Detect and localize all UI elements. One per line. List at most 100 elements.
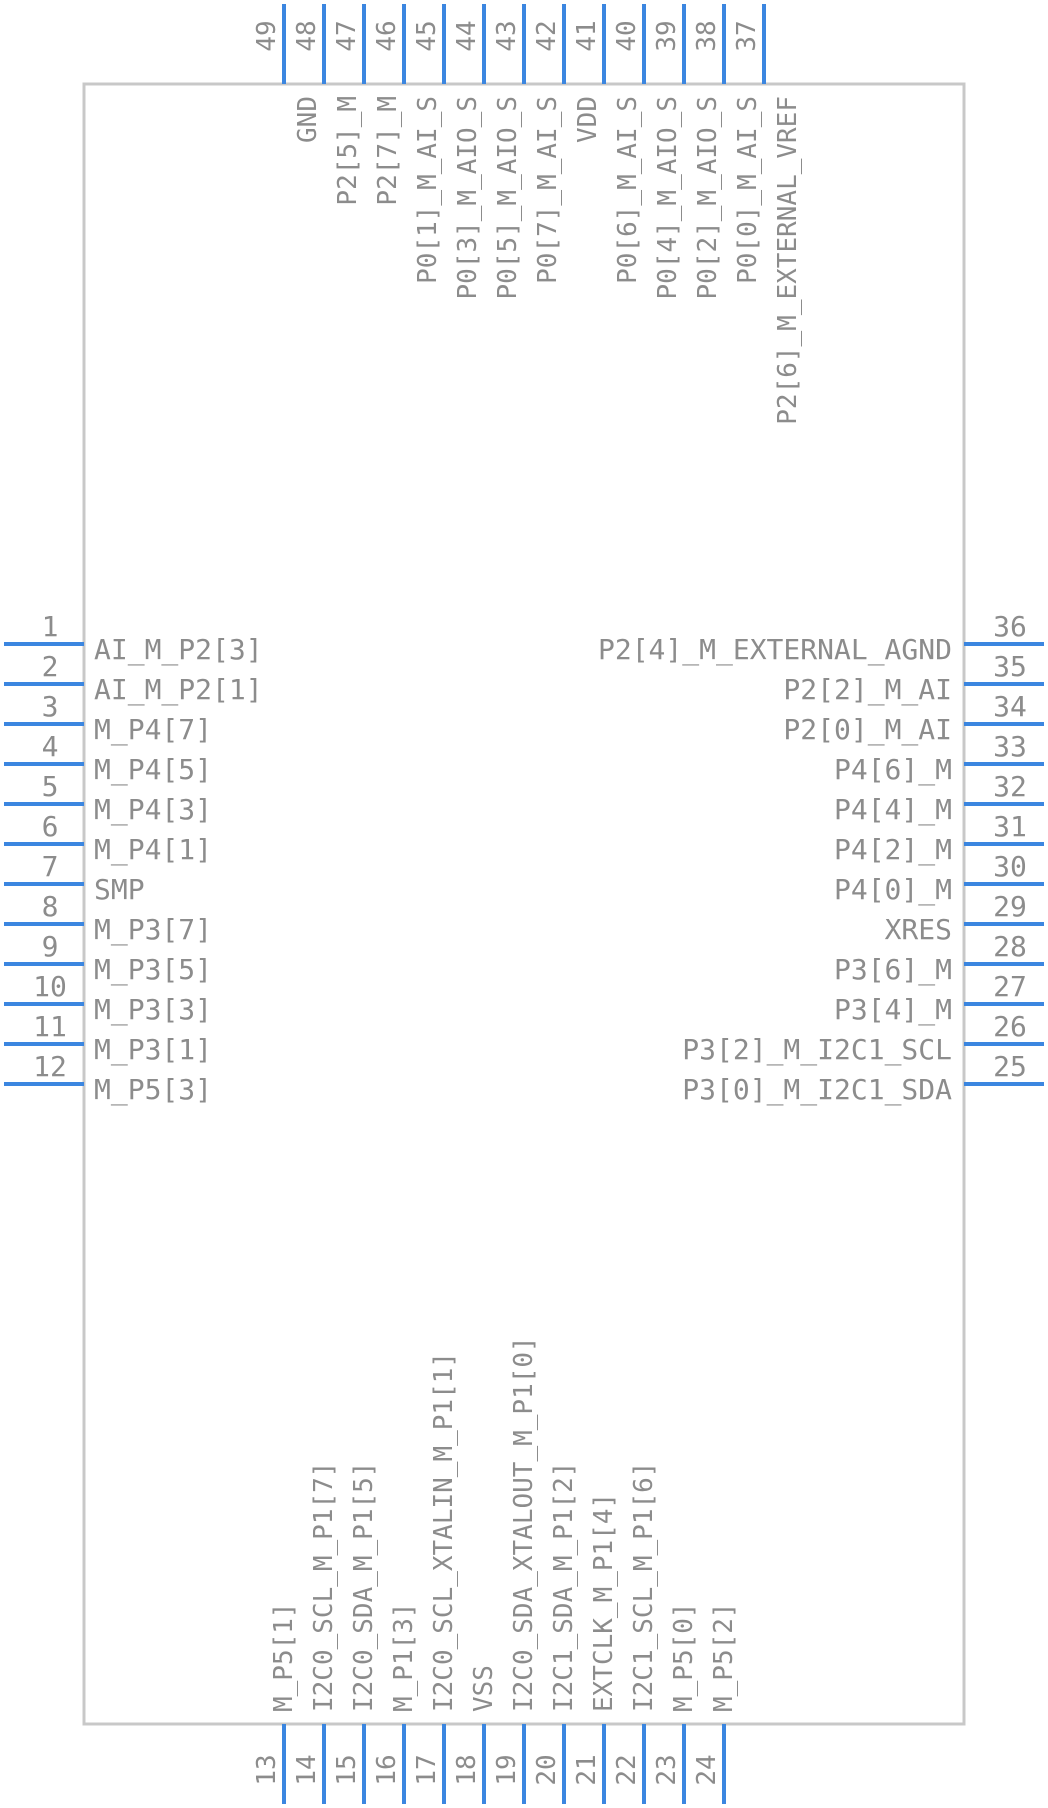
right-pin-36-name: P2[4]_M_EXTERNAL_AGND: [598, 633, 952, 667]
right-pin-33-name: P4[6]_M: [834, 753, 952, 787]
left-pin-2-name: AI_M_P2[1]: [94, 673, 263, 707]
top-pin-43-number: 43: [492, 20, 522, 51]
right-pin-35-name: P2[2]_M_AI: [783, 673, 952, 707]
bottom-pin-23-number: 23: [652, 1754, 682, 1785]
right-pin-31-number: 31: [993, 810, 1027, 843]
bottom-pin-15-number: 15: [332, 1754, 362, 1785]
left-pin-9-name: M_P3[5]: [94, 953, 212, 987]
left-pin-3-number: 3: [42, 690, 59, 723]
bottom-pin-14-name: I2C0_SCL_M_P1[7]: [309, 1462, 339, 1712]
bottom-pin-22-number: 22: [612, 1754, 642, 1785]
left-pin-4-number: 4: [42, 730, 59, 763]
right-pin-33-number: 33: [993, 730, 1027, 763]
bottom-pin-17-name: I2C0_SCL_XTALIN_M_P1[1]: [429, 1352, 459, 1712]
left-pin-8-number: 8: [42, 890, 59, 923]
left-pin-7-number: 7: [42, 850, 59, 883]
right-pin-27-name: P3[4]_M: [834, 993, 952, 1027]
bottom-pin-21-name: EXTCLK_M_P1[4]: [589, 1493, 619, 1712]
top-pin-43-name: P0[5]_M_AIO_S: [493, 96, 523, 300]
right-pin-28-number: 28: [993, 930, 1027, 963]
right-pin-27-number: 27: [993, 970, 1027, 1003]
left-pin-4-name: M_P4[5]: [94, 753, 212, 787]
left-pin-6-number: 6: [42, 810, 59, 843]
top-pin-vref-name: P2[6]_M_EXTERNAL_VREF: [773, 96, 803, 425]
left-pin-1-name: AI_M_P2[3]: [94, 633, 263, 667]
left-pin-group: 1AI_M_P2[3]2AI_M_P2[1]3M_P4[7]4M_P4[5]5M…: [4, 610, 263, 1107]
bottom-pin-22-name: I2C1_SCL_M_P1[6]: [629, 1462, 659, 1712]
right-pin-29-number: 29: [993, 890, 1027, 923]
top-pin-46-name: P2[7]_M: [373, 96, 403, 206]
top-pin-47-name: P2[5]_M: [333, 96, 363, 206]
right-pin-35-number: 35: [993, 650, 1027, 683]
bottom-pin-20-number: 20: [532, 1754, 562, 1785]
bottom-pin-19-number: 19: [492, 1754, 522, 1785]
bottom-pin-16-number: 16: [372, 1754, 402, 1785]
bottom-pin-14-number: 14: [292, 1754, 322, 1785]
right-pin-28-name: P3[6]_M: [834, 953, 952, 987]
right-pin-25-number: 25: [993, 1050, 1027, 1083]
bottom-pin-group: 13 M_P5[1] 14 I2C0_SCL_M_P1[7] 15 I2C0_SDA_M_…: [252, 1336, 739, 1804]
right-pin-26-name: P3[2]_M_I2C1_SCL: [682, 1033, 952, 1067]
top-pin-45-name: P0[1]_M_AI_S: [413, 96, 443, 284]
top-pin-44-number: 44: [452, 20, 482, 51]
right-pin-34-name: P2[0]_M_AI: [783, 713, 952, 747]
top-pin-37-number: 37: [732, 20, 762, 51]
bottom-pin-20-name: I2C1_SDA_M_P1[2]: [549, 1462, 579, 1712]
top-pin-44-name: P0[3]_M_AIO_S: [453, 96, 483, 300]
left-pin-6-name: M_P4[1]: [94, 833, 212, 867]
top-pin-38-name: P0[2]_M_AIO_S: [693, 96, 723, 300]
top-pin-42-number: 42: [532, 20, 562, 51]
bottom-pin-17-number: 17: [412, 1754, 442, 1785]
top-pin-40-name: P0[6]_M_AI_S: [613, 96, 643, 284]
left-pin-5-number: 5: [42, 770, 59, 803]
right-pin-32-name: P4[4]_M: [834, 793, 952, 827]
top-pin-41-number: 41: [572, 20, 602, 51]
left-pin-7-name: SMP: [94, 873, 145, 906]
right-pin-25-name: P3[0]_M_I2C1_SDA: [682, 1073, 952, 1107]
bottom-pin-23-name: M_P5[0]: [669, 1602, 699, 1712]
bottom-pin-16-name: M_P1[3]: [389, 1602, 419, 1712]
top-pin-48-name: GND: [293, 96, 323, 143]
top-pin-39-number: 39: [652, 20, 682, 51]
left-pin-12-name: M_P5[3]: [94, 1073, 212, 1107]
left-pin-3-name: M_P4[7]: [94, 713, 212, 747]
top-pin-45-number: 45: [412, 20, 442, 51]
left-pin-11-number: 11: [33, 1010, 67, 1043]
bottom-pin-13-number: 13: [252, 1754, 282, 1785]
top-pin-49-number: 49: [252, 20, 282, 51]
right-pin-31-name: P4[2]_M: [834, 833, 952, 867]
top-pin-40-number: 40: [612, 20, 642, 51]
left-pin-11-name: M_P3[1]: [94, 1033, 212, 1067]
bottom-pin-24-number: 24: [692, 1754, 722, 1785]
right-pin-29-name: XRES: [885, 913, 952, 946]
top-pin-47-number: 47: [332, 20, 362, 51]
top-pin-48-number: 48: [292, 20, 322, 51]
bottom-pin-21-number: 21: [572, 1754, 602, 1785]
left-pin-12-number: 12: [33, 1050, 67, 1083]
left-pin-2-number: 2: [42, 650, 59, 683]
right-pin-30-name: P4[0]_M: [834, 873, 952, 907]
bottom-pin-24-name: M_P5[2]: [709, 1602, 739, 1712]
top-pin-37-name: P0[0]_M_AI_S: [733, 96, 763, 284]
top-pin-41-name: VDD: [573, 96, 603, 143]
top-pin-38-number: 38: [692, 20, 722, 51]
top-pin-39-name: P0[4]_M_AIO_S: [653, 96, 683, 300]
bottom-pin-13-name: M_P5[1]: [269, 1602, 299, 1712]
right-pin-26-number: 26: [993, 1010, 1027, 1043]
left-pin-8-name: M_P3[7]: [94, 913, 212, 947]
bottom-pin-18-number: 18: [452, 1754, 482, 1785]
top-pin-42-name: P0[7]_M_AI_S: [533, 96, 563, 284]
left-pin-10-name: M_P3[3]: [94, 993, 212, 1027]
right-pin-32-number: 32: [993, 770, 1027, 803]
bottom-pin-18-name: VSS: [469, 1665, 499, 1712]
right-pin-34-number: 34: [993, 690, 1027, 723]
right-pin-36-number: 36: [993, 610, 1027, 643]
right-pin-30-number: 30: [993, 850, 1027, 883]
left-pin-10-number: 10: [33, 970, 67, 1003]
top-pin-46-number: 46: [372, 20, 402, 51]
bottom-pin-15-name: I2C0_SDA_M_P1[5]: [349, 1462, 379, 1712]
left-pin-9-number: 9: [42, 930, 59, 963]
